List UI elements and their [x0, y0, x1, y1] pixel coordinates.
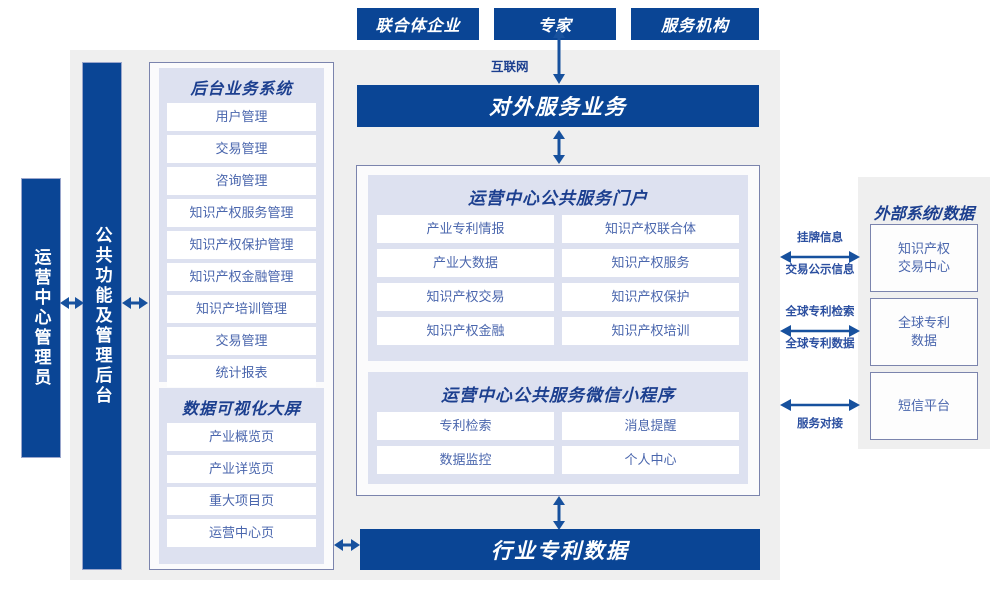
industry-patent-data-band[interactable]: 行业专利数据 — [360, 529, 760, 570]
backend-to-left-panel-arrow — [122, 294, 148, 312]
back-office-item-7[interactable]: 知识产培训管理 — [167, 295, 316, 323]
external-label-listing-info: 挂牌信息 — [797, 232, 843, 244]
external-box-ip-trading-center[interactable]: 知识产权 交易中心 — [870, 224, 978, 292]
external-box-global-patent-data[interactable]: 全球专利 数据 — [870, 298, 978, 366]
portal-item-8[interactable]: 知识产权培训 — [562, 317, 739, 345]
portal-item-5[interactable]: 知识产权交易 — [377, 283, 554, 311]
external-arrow-global-patent — [780, 322, 860, 340]
external-arrow-sms — [780, 396, 860, 414]
data-screen-item-3[interactable]: 重大项目页 — [167, 487, 316, 515]
data-screen-title: 数据可视化大屏 — [181, 401, 301, 418]
back-office-item-6[interactable]: 知识产权金融管理 — [167, 263, 316, 291]
data-screen-to-industry-arrow — [334, 536, 360, 554]
back-office-item-4[interactable]: 知识产权服务管理 — [167, 199, 316, 227]
back-office-item-2[interactable]: 交易管理 — [167, 135, 316, 163]
portal-item-1[interactable]: 产业专利情报 — [377, 215, 554, 243]
back-office-item-1[interactable]: 用户管理 — [167, 103, 316, 131]
external-label-service-docking: 服务对接 — [797, 418, 843, 430]
data-screen-item-4[interactable]: 运营中心页 — [167, 519, 316, 547]
external-box-sms-platform[interactable]: 短信平台 — [870, 372, 978, 440]
actor-chip-service-org[interactable]: 服务机构 — [631, 8, 759, 40]
portal-group: 运营中心公共服务门户 产业专利情报知识产权联合体产业大数据知识产权服务知识产权交… — [368, 175, 748, 361]
pillar-operation-center-admin[interactable]: 运营中心管理员 — [21, 178, 61, 458]
portal-item-7[interactable]: 知识产权金融 — [377, 317, 554, 345]
back-office-title: 后台业务系统 — [190, 81, 293, 98]
portal-item-4[interactable]: 知识产权服务 — [562, 249, 739, 277]
miniprogram-title: 运营中心公共服务微信小程序 — [441, 386, 675, 405]
external-label-global-patent-search: 全球专利检索 — [785, 306, 855, 318]
miniprogram-item-3[interactable]: 数据监控 — [377, 446, 554, 474]
back-office-item-3[interactable]: 咨询管理 — [167, 167, 316, 195]
miniprogram-item-2[interactable]: 消息提醒 — [562, 412, 739, 440]
portal-item-2[interactable]: 知识产权联合体 — [562, 215, 739, 243]
external-label-trade-disclosure: 交易公示信息 — [785, 264, 855, 276]
data-screen-group: 数据可视化大屏 产业概览页产业详览页重大项目页运营中心页 — [159, 388, 324, 564]
external-systems-title: 外部系统/数据 — [873, 206, 975, 223]
data-screen-item-1[interactable]: 产业概览页 — [167, 423, 316, 451]
internet-label: 互联网 — [491, 60, 529, 74]
back-office-item-5[interactable]: 知识产权保护管理 — [167, 231, 316, 259]
admin-to-backend-arrow — [60, 294, 84, 312]
back-office-item-9[interactable]: 统计报表 — [167, 359, 316, 387]
portal-to-industry-arrow — [548, 496, 570, 530]
back-office-item-8[interactable]: 交易管理 — [167, 327, 316, 355]
portal-title: 运营中心公共服务门户 — [468, 189, 648, 208]
actor-chip-consortium[interactable]: 联合体企业 — [357, 8, 479, 40]
external-label-global-patent-data: 全球专利数据 — [785, 338, 855, 350]
pillar-common-functions-backend[interactable]: 公共功能及管理后台 — [82, 62, 122, 570]
band-to-portal-arrow — [548, 130, 570, 164]
miniprogram-group: 运营中心公共服务微信小程序 专利检索消息提醒数据监控个人中心 — [368, 372, 748, 484]
portal-item-6[interactable]: 知识产权保护 — [562, 283, 739, 311]
back-office-group: 后台业务系统 用户管理交易管理咨询管理知识产权服务管理知识产权保护管理知识产权金… — [159, 68, 324, 387]
data-screen-item-2[interactable]: 产业详览页 — [167, 455, 316, 483]
miniprogram-item-4[interactable]: 个人中心 — [562, 446, 739, 474]
external-arrow-ip-trading — [780, 248, 860, 266]
external-service-band[interactable]: 对外服务业务 — [357, 85, 759, 127]
portal-item-3[interactable]: 产业大数据 — [377, 249, 554, 277]
miniprogram-item-1[interactable]: 专利检索 — [377, 412, 554, 440]
internet-arrow — [548, 28, 570, 84]
